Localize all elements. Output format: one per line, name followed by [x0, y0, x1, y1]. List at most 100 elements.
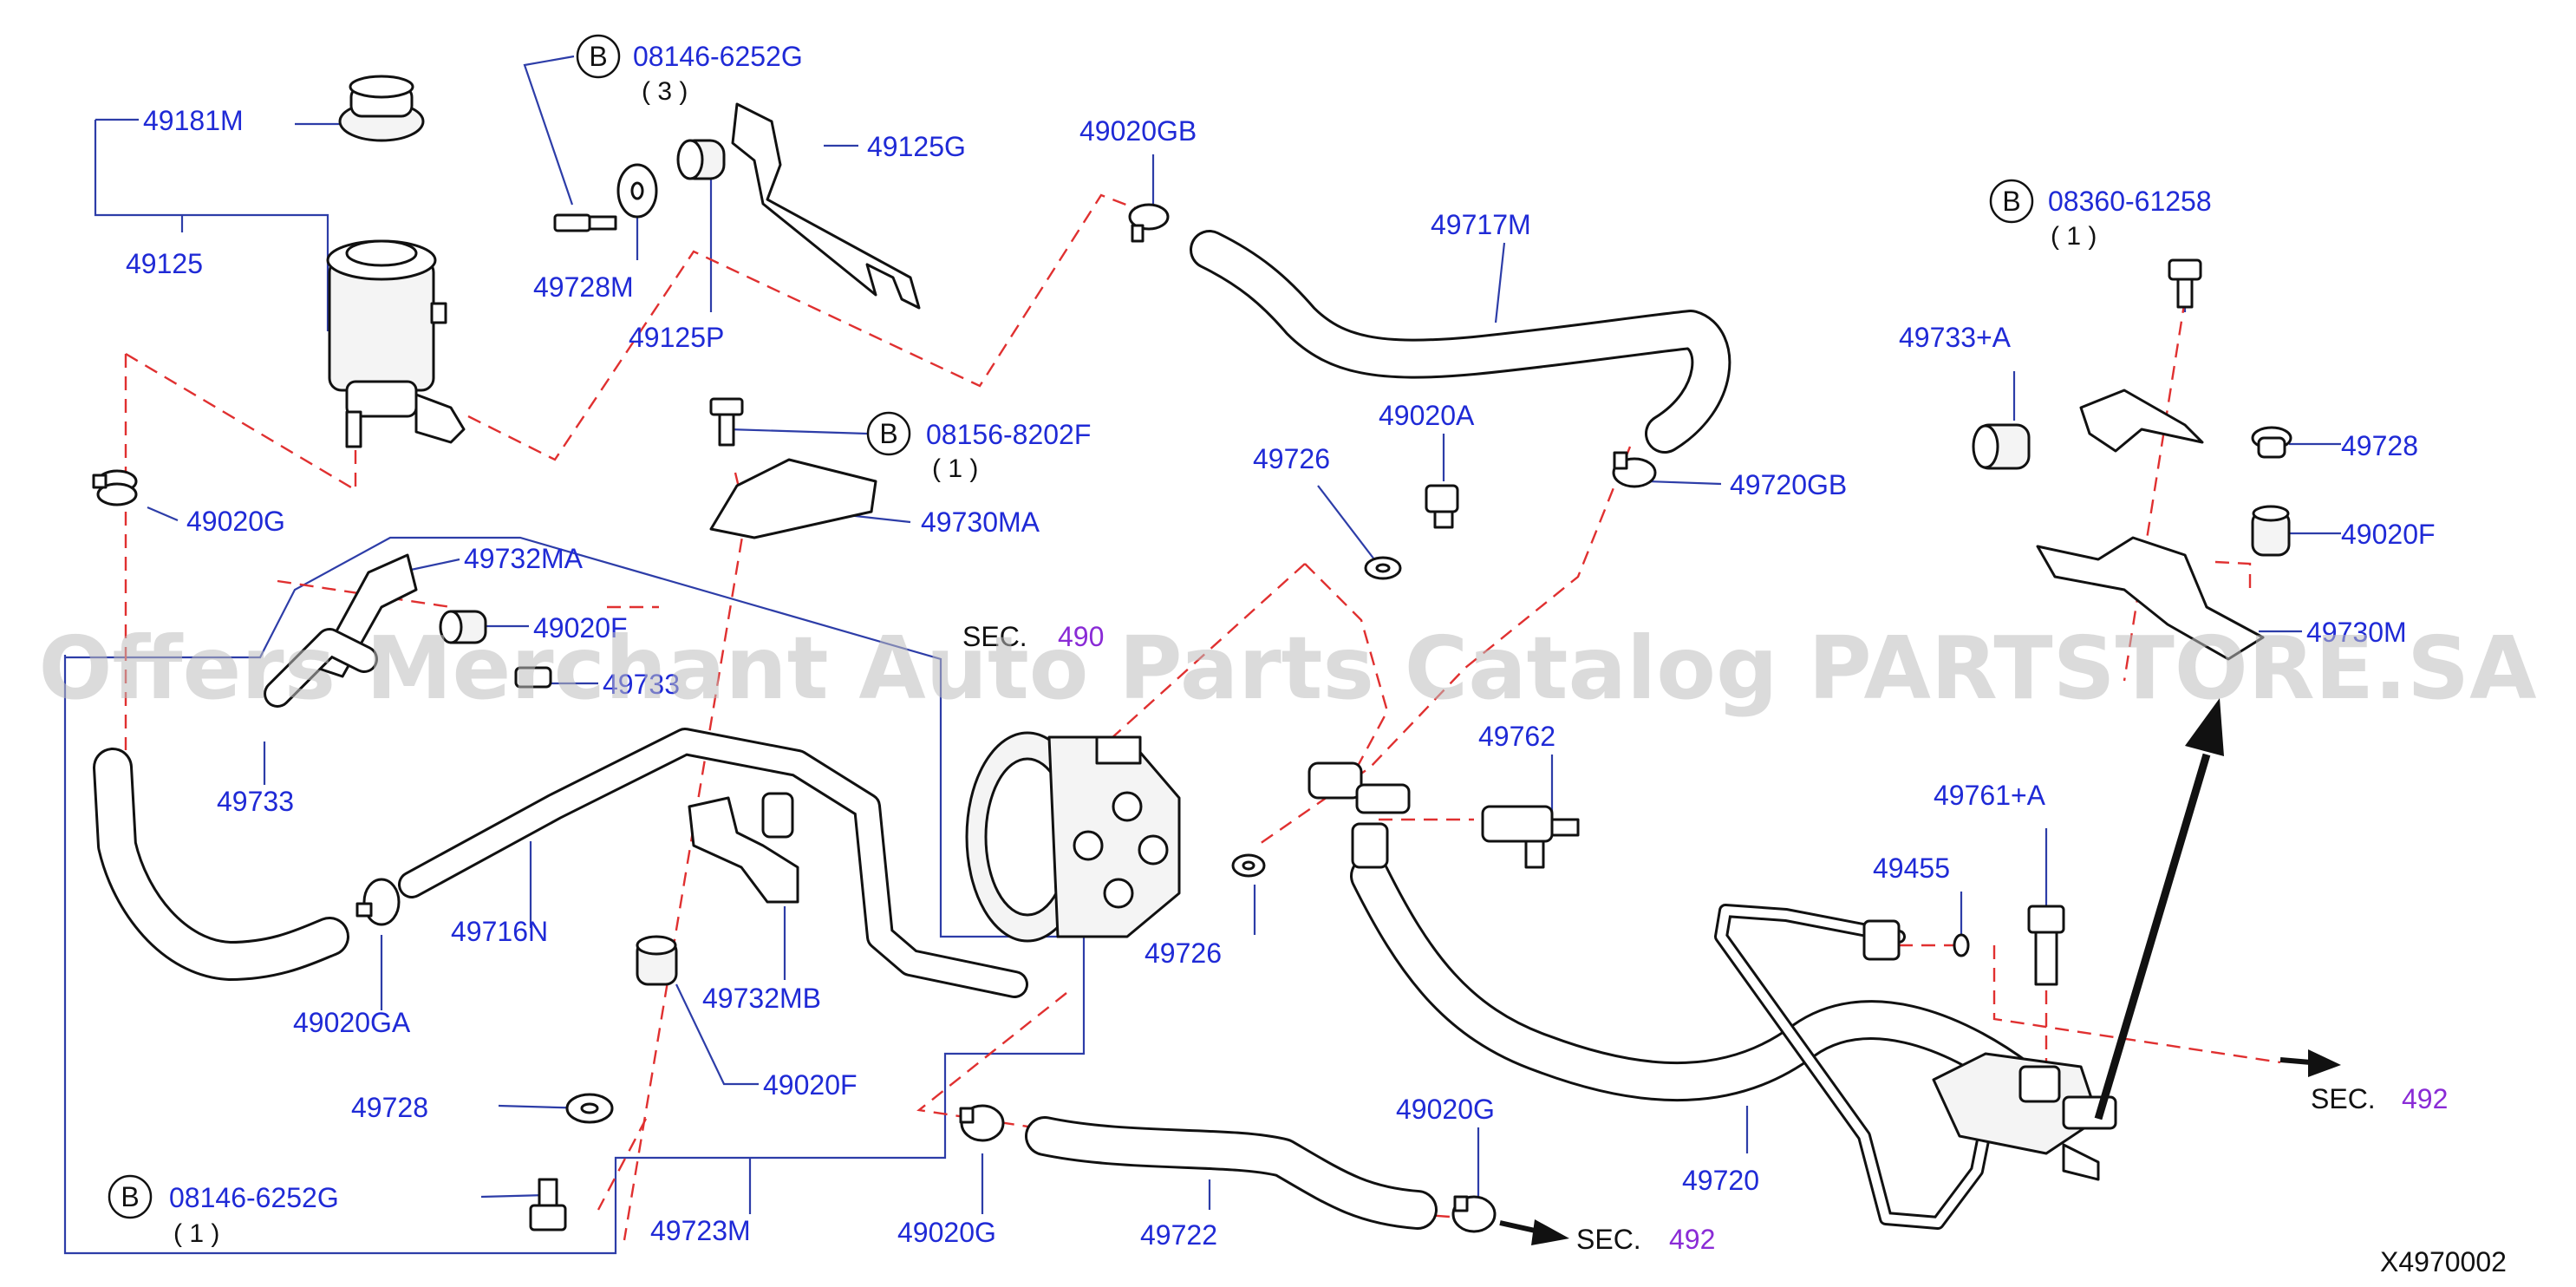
label-49733a[interactable]: 49733+A	[1899, 322, 2012, 353]
label-49730ma[interactable]: 49730MA	[921, 506, 1040, 538]
label-49722[interactable]: 49722	[1140, 1219, 1217, 1251]
b-marker-top	[576, 34, 621, 79]
arrows	[1499, 698, 2341, 1245]
clamp-49020gb	[1128, 203, 1170, 243]
leader-lines	[63, 55, 2341, 1255]
label-49020f-bottom[interactable]: 49020F	[763, 1069, 858, 1101]
label-49720[interactable]: 49720	[1682, 1165, 1759, 1196]
grommet-49728-right	[2251, 426, 2292, 459]
label-49716n[interactable]: 49716N	[451, 916, 548, 947]
label-49020a[interactable]: 49020A	[1379, 400, 1475, 431]
bushing-49733a	[1972, 423, 2031, 470]
label-sec-490[interactable]: 490	[1058, 621, 1104, 652]
label-49020f-mid[interactable]: 49020F	[533, 612, 628, 644]
label-08146-bottom[interactable]: 08146-6252G	[169, 1182, 339, 1213]
bracket-49125g	[731, 102, 921, 310]
label-49728-right[interactable]: 49728	[2341, 430, 2418, 461]
part-labels: 49181M 49125 08146-6252G ( 3 ) 49125G 49…	[126, 41, 2448, 1255]
bolt-08360	[2168, 258, 2202, 309]
power-steering-pump	[965, 731, 1181, 943]
sec492-arrow-head	[1531, 1219, 1569, 1245]
clamp-49020g-bottom	[959, 1104, 1005, 1142]
sensor-49761a	[2027, 905, 2065, 986]
label-49455[interactable]: 49455	[1873, 853, 1950, 884]
washer-49726-top	[1364, 556, 1402, 580]
bushing-49020f-bottom	[636, 935, 678, 986]
label-49125p[interactable]: 49125P	[629, 322, 724, 353]
fitting-49020a	[1425, 484, 1459, 529]
label-sec-492-prefix: SEC.	[1576, 1224, 1641, 1255]
bolt-top	[553, 213, 617, 232]
clamp-49720gb	[1612, 451, 1657, 488]
label-49020g-left[interactable]: 49020G	[186, 506, 285, 537]
hose-49733	[264, 628, 378, 708]
label-49726-top[interactable]: 49726	[1253, 443, 1330, 474]
label-49125[interactable]: 49125	[126, 248, 203, 279]
label-49762[interactable]: 49762	[1478, 721, 1555, 752]
label-49020f-right[interactable]: 49020F	[2341, 519, 2436, 550]
b-marker-mid	[866, 411, 911, 456]
label-49717m[interactable]: 49717M	[1431, 209, 1531, 240]
label-49730m[interactable]: 49730M	[2306, 617, 2407, 648]
bracket-49732mb	[688, 792, 799, 904]
label-49720gb[interactable]: 49720GB	[1730, 469, 1847, 500]
grommet-49728-bottom	[565, 1093, 614, 1124]
banjo-fitting	[1308, 761, 1411, 869]
bracket-49730ma	[709, 458, 877, 539]
fitting-49762	[1481, 805, 1580, 869]
clamp-49020g-right	[1451, 1195, 1497, 1233]
qty-08156: ( 1 )	[932, 454, 978, 483]
bolt-bottom	[529, 1178, 567, 1231]
b-markers: B B B B	[108, 34, 2034, 1219]
bracket-top-right	[2079, 389, 2204, 453]
label-49726-bottom[interactable]: 49726	[1145, 937, 1222, 969]
label-49020g-mid[interactable]: 49020G	[1396, 1094, 1495, 1125]
watermark: Offers Merchant Auto Parts Catalog PARTS…	[38, 617, 2536, 719]
label-sec-492[interactable]: 492	[1669, 1224, 1715, 1255]
b-marker-top-text: B	[589, 41, 607, 72]
label-49020g-bottom[interactable]: 49020G	[897, 1217, 996, 1248]
sec492r-arrow-head	[2308, 1049, 2341, 1077]
label-49732ma[interactable]: 49732MA	[464, 543, 584, 574]
clamp-49020g-left	[92, 469, 138, 506]
label-49733-small[interactable]: 49733	[603, 669, 680, 700]
bushing-49020f-mid	[439, 610, 487, 644]
grommet-49728m	[616, 163, 658, 219]
label-49728m[interactable]: 49728M	[533, 271, 634, 303]
b-marker-right	[1989, 179, 2034, 224]
hoses	[93, 230, 2040, 1230]
reservoir-cap	[338, 75, 425, 142]
label-08360[interactable]: 08360-61258	[2048, 186, 2212, 217]
label-49020gb[interactable]: 49020GB	[1079, 115, 1197, 147]
b-marker-bottom-text: B	[121, 1181, 139, 1212]
b-marker-right-text: B	[2002, 186, 2020, 217]
bushing-49125p	[676, 139, 726, 180]
b-marker-bottom	[108, 1174, 153, 1219]
label-08156[interactable]: 08156-8202F	[926, 419, 1091, 450]
bracket-49730m	[2036, 536, 2265, 661]
bushing-49020f-right	[2251, 505, 2291, 557]
label-49723m[interactable]: 49723M	[650, 1215, 751, 1246]
label-49728-bottom[interactable]: 49728	[351, 1092, 428, 1123]
drawing-code: X4970002	[2380, 1246, 2507, 1277]
label-49732mb[interactable]: 49732MB	[702, 983, 821, 1014]
clamp-49020ga	[355, 878, 401, 926]
label-49733[interactable]: 49733	[217, 786, 294, 817]
label-49761a[interactable]: 49761+A	[1934, 780, 2046, 811]
label-49020ga[interactable]: 49020GA	[293, 1007, 411, 1038]
label-08146-top[interactable]: 08146-6252G	[633, 41, 803, 72]
qty-08360: ( 1 )	[2051, 222, 2097, 251]
fitting-49455	[1862, 919, 1970, 961]
label-sec-492-right[interactable]: 492	[2402, 1083, 2448, 1114]
label-49125g[interactable]: 49125G	[867, 131, 966, 162]
label-sec-490-prefix: SEC.	[962, 621, 1027, 652]
valve-block	[1932, 1052, 2117, 1181]
qty-08146-top: ( 3 )	[642, 77, 688, 106]
label-sec-492-right-prefix: SEC.	[2311, 1083, 2376, 1114]
sec492r-arrow-shaft	[2279, 1057, 2312, 1065]
washer-49726-bottom	[1231, 853, 1266, 878]
b-marker-mid-text: B	[879, 418, 897, 449]
big-arrow-shaft	[2094, 753, 2211, 1120]
label-49181m[interactable]: 49181M	[143, 105, 244, 136]
